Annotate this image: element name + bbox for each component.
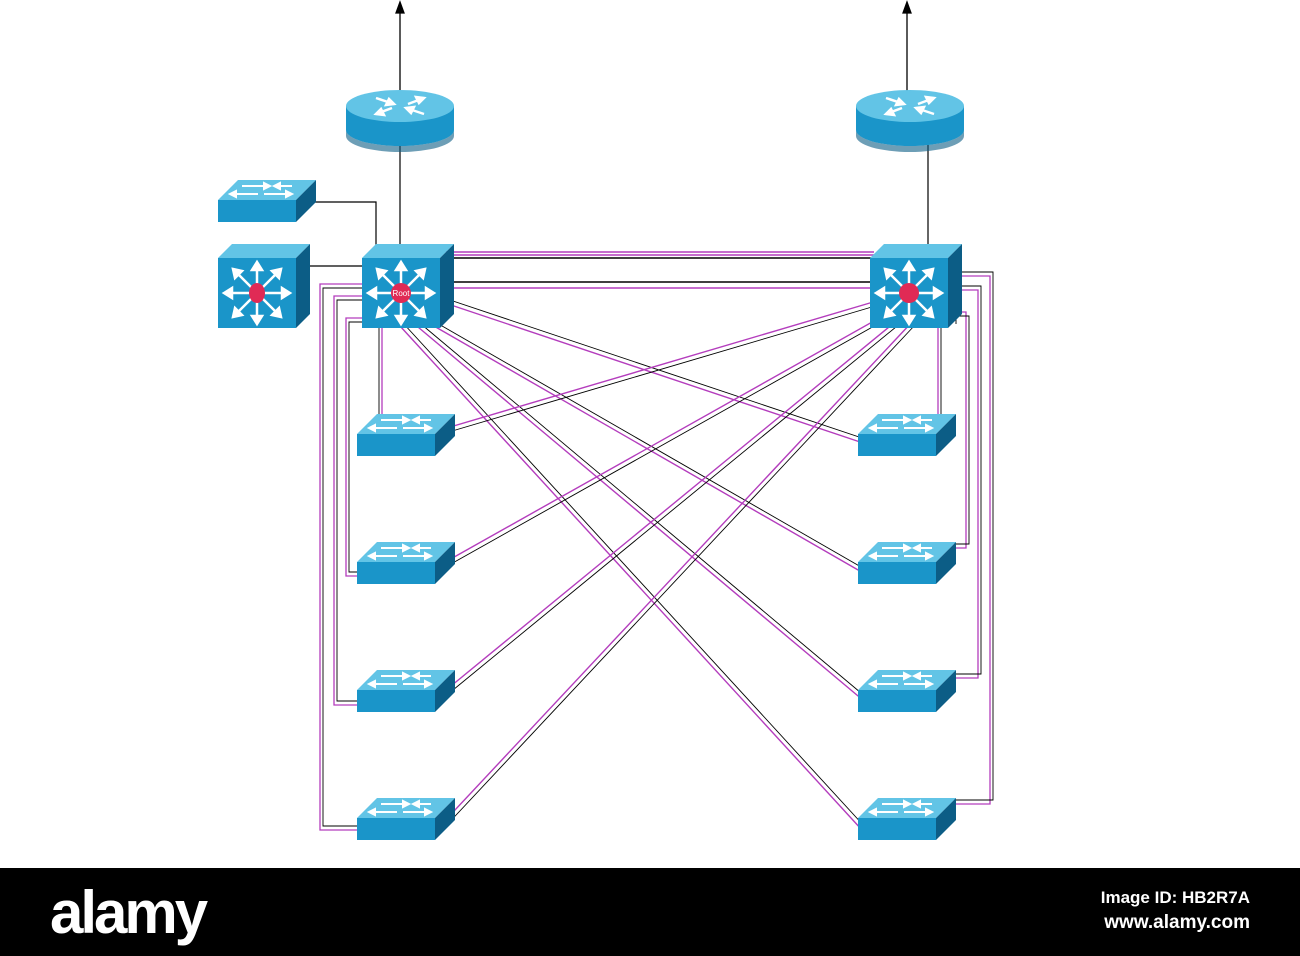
network-diagram: Root <box>216 0 994 841</box>
core-right-multilayer-switch-icon <box>868 242 964 330</box>
alamy-logo[interactable]: alamy <box>50 879 208 946</box>
root-label: Root <box>393 289 411 298</box>
image-id-text: Image ID: HB2R7A <box>1100 888 1250 907</box>
router-right-icon <box>854 88 966 154</box>
aux-workgroup-switch-icon <box>217 179 317 223</box>
core-left-multilayer-switch-icon: Root <box>360 242 456 330</box>
access-switch-left-2-icon <box>356 541 456 585</box>
access-switch-right-3-icon <box>857 669 957 713</box>
left-side-links <box>319 283 383 831</box>
aux-multilayer-switch-icon <box>216 242 312 330</box>
access-switch-left-1-icon <box>356 413 456 457</box>
access-switch-right-1-icon <box>857 413 957 457</box>
access-switch-left-4-icon <box>356 797 456 841</box>
watermark-footer: alamy Image ID: HB2R7A www.alamy.com <box>0 868 1300 956</box>
aux-links <box>304 201 377 267</box>
access-switch-left-3-icon <box>356 669 456 713</box>
uplink-arrows <box>395 0 912 92</box>
access-switch-right-4-icon <box>857 797 957 841</box>
router-core-links <box>399 144 929 258</box>
core-interconnect <box>446 251 874 289</box>
right-side-links <box>937 271 994 805</box>
access-switch-right-2-icon <box>857 541 957 585</box>
trunk-links <box>399 295 916 831</box>
router-left-icon <box>344 88 456 154</box>
site-url-link[interactable]: www.alamy.com <box>1104 912 1250 933</box>
